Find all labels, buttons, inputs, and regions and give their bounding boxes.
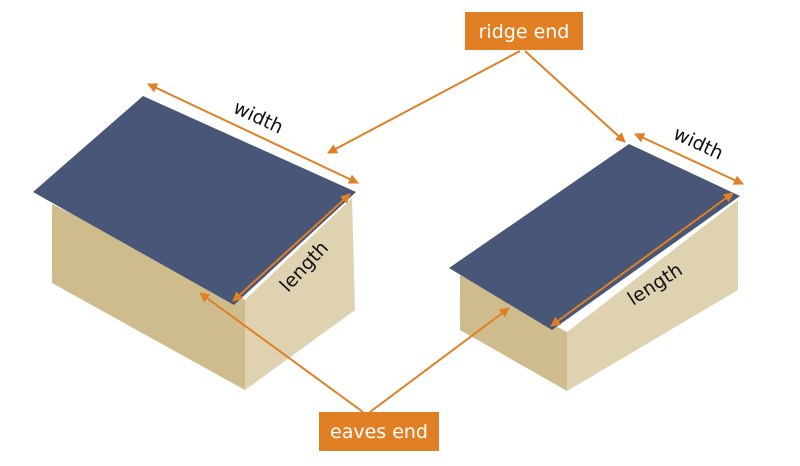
- right-width-dimension-arrow: [634, 133, 744, 185]
- eaves-end-pointer-right: [369, 307, 510, 413]
- left-length-dimension-arrow: [232, 193, 351, 302]
- eaves-end-callout: eaves end: [199, 292, 510, 451]
- left-width-label: width: [230, 97, 287, 139]
- eaves-end-pointer-left: [199, 292, 364, 413]
- left-width-dimension-arrow: [147, 83, 359, 184]
- eaves-end-label-box: [319, 412, 439, 451]
- right-length-dimension-arrow: [550, 192, 734, 327]
- ridge-end-callout: ridge end: [327, 12, 626, 154]
- eaves-end-label: eaves end: [330, 421, 428, 443]
- right-house-front-wall: [460, 275, 567, 391]
- right-house: width length: [449, 123, 744, 391]
- ridge-end-label: ridge end: [479, 21, 570, 43]
- ridge-end-pointer-right: [524, 50, 626, 143]
- left-house-front-wall: [52, 204, 245, 390]
- ridge-end-label-box: [465, 12, 583, 50]
- right-width-label: width: [670, 123, 727, 165]
- ridge-end-pointer-left: [327, 50, 521, 154]
- left-house: width length: [33, 83, 359, 390]
